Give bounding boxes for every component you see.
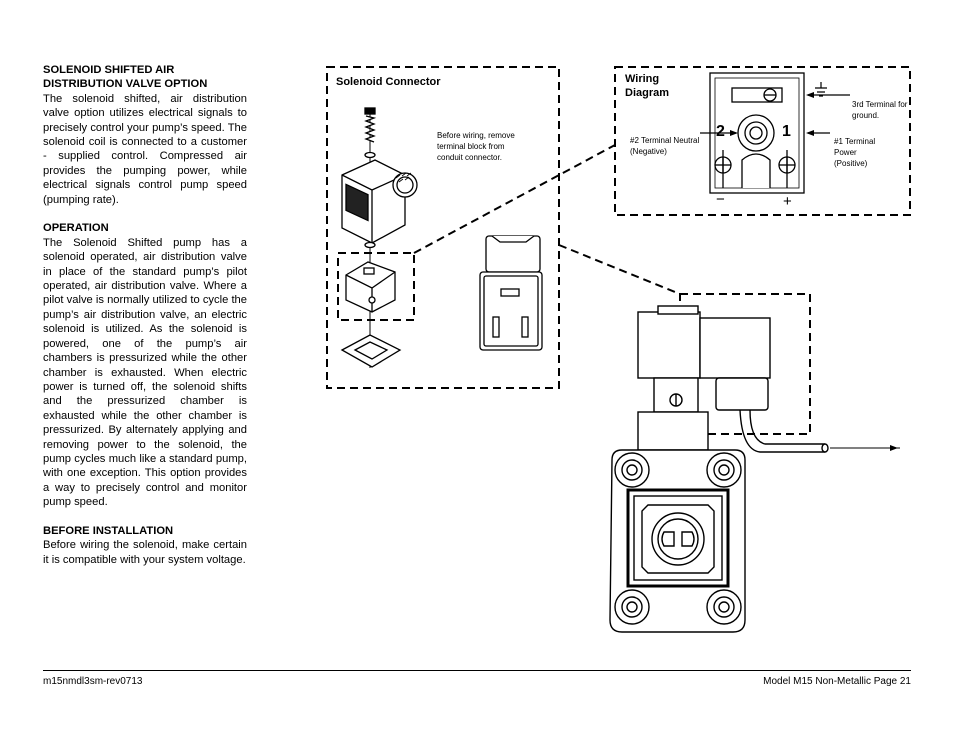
connector-panel-title: Solenoid Connector xyxy=(336,76,441,88)
footer-doc-id: m15nmdl3sm-rev0713 xyxy=(43,676,143,687)
section-heading-operation: OPERATION xyxy=(43,222,109,235)
note-line: Before wiring, remove xyxy=(437,131,515,140)
label-line: 3rd Terminal for xyxy=(852,100,908,109)
wiring-panel-frame xyxy=(614,66,911,216)
label-line: Power xyxy=(834,148,857,157)
label-line: #2 Terminal Neutral xyxy=(630,136,700,145)
label-line: (Positive) xyxy=(834,159,868,168)
wiring-panel-title: Wiring Diagram xyxy=(625,72,669,100)
note-line: terminal block from xyxy=(437,142,505,151)
footer-page-info: Model M15 Non-Metallic Page 21 xyxy=(763,676,911,687)
terminal-block-frame xyxy=(337,252,415,321)
heading-line: SOLENOID SHIFTED AIR xyxy=(43,64,175,76)
connector-panel-frame xyxy=(326,66,560,389)
section-body-solenoid: The solenoid shifted, air distribution v… xyxy=(43,92,247,206)
negative-sign: − xyxy=(716,191,725,208)
note-line: conduit connector. xyxy=(437,153,502,162)
leader-line xyxy=(558,244,681,295)
connector-note: Before wiring, remove terminal block fro… xyxy=(437,130,515,163)
section-heading-solenoid: SOLENOID SHIFTED AIR DISTRIBUTION VALVE … xyxy=(43,63,247,92)
label-line: ground. xyxy=(852,111,880,120)
terminal-1-number: 1 xyxy=(782,123,791,140)
section-body-operation: The Solenoid Shifted pump has a solenoid… xyxy=(43,236,247,509)
positive-sign: + xyxy=(783,193,792,210)
title-line: Wiring xyxy=(625,73,660,85)
terminal-1-label: #1 Terminal Power (Positive) xyxy=(834,136,875,169)
label-line: #1 Terminal xyxy=(834,137,876,146)
terminal-2-number: 2 xyxy=(716,123,725,140)
section-heading-before-installation: BEFORE INSTALLATION xyxy=(43,524,174,537)
terminal-3-label: 3rd Terminal for ground. xyxy=(852,99,907,121)
heading-line: DISTRIBUTION VALVE OPTION xyxy=(43,78,208,91)
title-line: Diagram xyxy=(625,87,670,99)
footer-rule xyxy=(43,670,911,671)
instructions-column: SOLENOID SHIFTED AIR DISTRIBUTION VALVE … xyxy=(43,63,247,582)
label-line: (Negative) xyxy=(630,147,667,156)
section-body-before-installation: Before wiring the solenoid, make certain… xyxy=(43,539,247,566)
solenoid-illustration xyxy=(326,66,911,633)
terminal-2-label: #2 Terminal Neutral (Negative) xyxy=(630,135,699,157)
